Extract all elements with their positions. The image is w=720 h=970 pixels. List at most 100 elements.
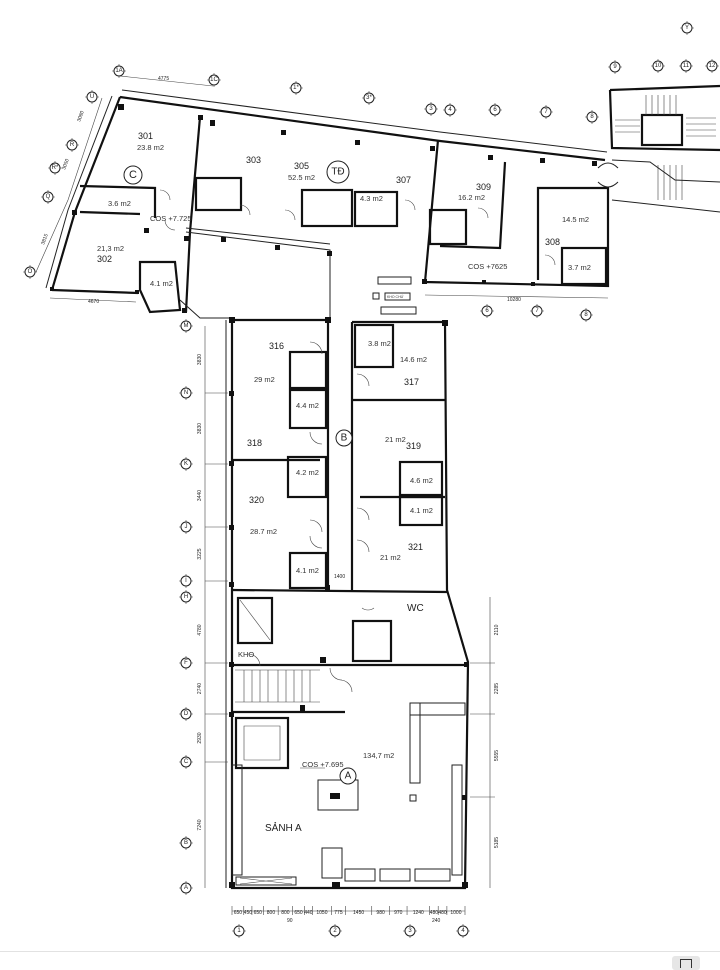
- grid-marker-grid-top-12: 12: [705, 59, 719, 73]
- grid-marker-grid-wing_left-R: R: [65, 138, 79, 152]
- room-316: 316: [269, 341, 284, 351]
- svg-text:U: U: [90, 94, 94, 100]
- svg-text:C: C: [184, 759, 189, 765]
- svg-text:Y: Y: [685, 25, 689, 31]
- svg-text:D: D: [184, 711, 189, 717]
- svg-text:7: 7: [535, 308, 539, 314]
- zone-markers: C TĐ B A: [123, 160, 357, 785]
- dim-left: 3225: [197, 548, 203, 559]
- room-301-area: 23.8 m2: [137, 143, 164, 152]
- svg-text:4.1 m2: 4.1 m2: [150, 279, 173, 288]
- svg-text:A: A: [345, 771, 352, 782]
- dim-bottom: 650: [294, 910, 303, 916]
- room-labels: 301 23.8 m2 302 21,3 m2 303 305 52.5 m2 …: [97, 131, 591, 834]
- dim-bottom: 800: [281, 910, 290, 916]
- grid-marker-grid-left-D: D: [179, 707, 193, 721]
- grid-marker-grid-top-6: 6: [488, 103, 502, 117]
- grid-marker-grid-wing_left-Q: Q: [41, 190, 55, 204]
- room-302: 302: [97, 254, 112, 264]
- grid-marker-grid-left-M: M: [179, 319, 193, 333]
- svg-text:4.1 m2: 4.1 m2: [410, 506, 433, 515]
- svg-text:4: 4: [448, 107, 452, 113]
- svg-text:N: N: [184, 390, 188, 396]
- grid-marker-grid-left-H: H: [179, 590, 193, 604]
- room-319: 319: [406, 441, 421, 451]
- svg-text:8: 8: [584, 312, 588, 318]
- svg-text:1*: 1*: [293, 85, 299, 91]
- level-cos-7725: COS +7.725: [150, 214, 191, 223]
- svg-text:2: 2: [333, 928, 337, 934]
- svg-text:M: M: [184, 323, 189, 329]
- svg-text:240: 240: [432, 918, 441, 924]
- room-309: 309: [476, 182, 491, 192]
- svg-text:F: F: [184, 660, 188, 666]
- grid-marker-grid-wing_left-R*: R*: [48, 161, 62, 175]
- svg-text:6: 6: [493, 107, 497, 113]
- svg-text:3*: 3*: [366, 95, 372, 101]
- room-301: 301: [138, 131, 153, 141]
- svg-text:12: 12: [709, 63, 716, 69]
- svg-text:3.6 m2: 3.6 m2: [108, 199, 131, 208]
- dim-right: 5185: [494, 837, 500, 848]
- room-317: 317: [404, 377, 419, 387]
- svg-text:4.1 m2: 4.1 m2: [296, 566, 319, 575]
- svg-text:B: B: [184, 840, 188, 846]
- dim-left: 2930: [197, 732, 203, 743]
- svg-text:H: H: [184, 594, 188, 600]
- panel-toggle-button[interactable]: [672, 956, 700, 970]
- room-wc: WC: [407, 603, 424, 614]
- grid-marker-grid-wing_bottom-7: 7: [530, 304, 544, 318]
- room-320-area: 28.7 m2: [250, 527, 277, 536]
- svg-text:O: O: [28, 269, 33, 275]
- main-wing-walls: [159, 189, 556, 890]
- grid-marker-grid-wing_left-O: O: [23, 265, 37, 279]
- room-305: 305: [294, 161, 309, 171]
- svg-text:4.4 m2: 4.4 m2: [296, 401, 319, 410]
- svg-text:4775: 4775: [158, 76, 169, 82]
- room-308: 308: [545, 237, 560, 247]
- svg-text:1C: 1C: [210, 77, 218, 83]
- level-cos-7695: COS +7.695: [302, 760, 343, 769]
- svg-text:R: R: [70, 142, 75, 148]
- grid-marker-grid-left-B: B: [179, 836, 193, 850]
- grid-marker-grid-left-J: J: [179, 520, 193, 534]
- dim-bottom: 650: [254, 910, 263, 916]
- svg-text:C: C: [129, 169, 137, 181]
- room-305-area: 52.5 m2: [288, 173, 315, 182]
- grid-marker-grid-top-1A: 1A: [112, 64, 126, 78]
- svg-text:B: B: [341, 433, 348, 444]
- room-316-area: 29 m2: [254, 375, 275, 384]
- dim-left: 3440: [197, 490, 203, 501]
- room-319-area: 21 m2: [385, 435, 406, 444]
- grid-marker-grid-bottom-3: 3: [403, 924, 417, 938]
- svg-text:4670: 4670: [88, 299, 99, 305]
- grid-marker-grid-top-Y: Y: [680, 21, 694, 35]
- dim-left: 3830: [197, 354, 203, 365]
- room-317-area: 14.6 m2: [400, 355, 427, 364]
- dimension-texts: 4775 4670 10280 1400 3080 3050 3815 3830…: [40, 76, 521, 924]
- dim-left: 2740: [197, 683, 203, 694]
- dim-bottom: 650: [234, 910, 243, 916]
- zone-b-marker: [335, 429, 353, 447]
- zone-a-marker: [339, 767, 357, 785]
- svg-text:4: 4: [461, 928, 465, 934]
- svg-text:10280: 10280: [507, 297, 521, 303]
- dim-right: 2285: [494, 683, 500, 694]
- grid-marker-grid-top-4: 4: [443, 103, 457, 117]
- dim-bottom: 775: [334, 910, 343, 916]
- panel-icon: [680, 959, 692, 968]
- dim-bottom: 970: [394, 910, 403, 916]
- svg-text:7: 7: [544, 109, 548, 115]
- svg-text:4.3 m2: 4.3 m2: [360, 194, 383, 203]
- grid-marker-grid-left-C: C: [179, 755, 193, 769]
- dim-bottom: 450: [244, 910, 253, 916]
- svg-text:3815: 3815: [40, 233, 50, 246]
- grid-marker-grid-wing_bottom-6: 6: [480, 304, 494, 318]
- zone-td-marker: [326, 160, 350, 184]
- room-kho-chu: KHO CHỨ: [387, 295, 404, 299]
- svg-text:90: 90: [287, 918, 293, 924]
- dimension-lines: [35, 75, 609, 912]
- dim-left: 7240: [197, 819, 203, 830]
